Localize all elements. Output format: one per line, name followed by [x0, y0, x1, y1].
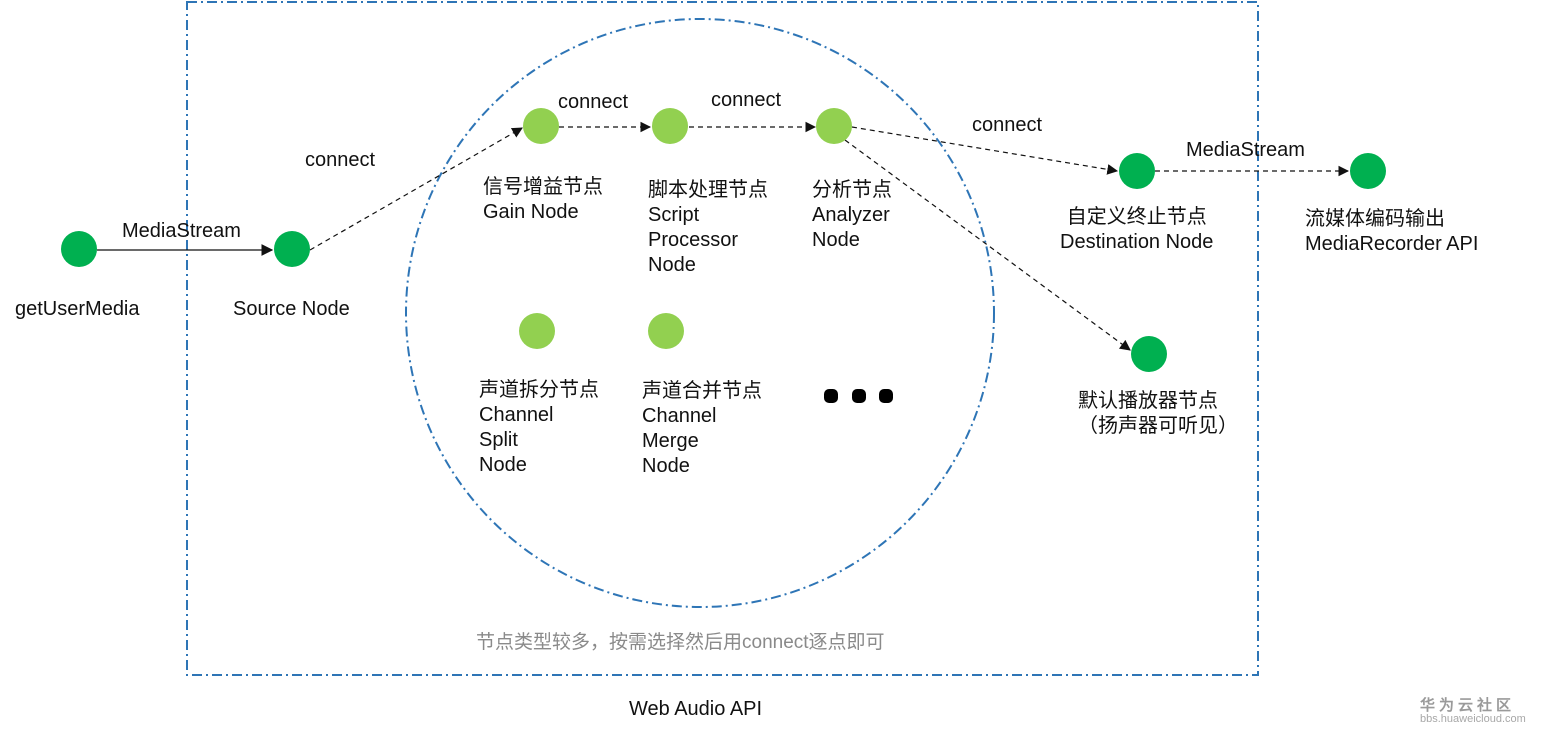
node-channel-split	[519, 313, 555, 349]
label-channel-split-node: 声道拆分节点 Channel Split Node	[479, 378, 599, 478]
label-script-cn: 脚本处理节点	[648, 179, 768, 201]
label-recorder-cn: 流媒体编码输出	[1305, 208, 1445, 230]
label-script-node: 脚本处理节点 Script Processor Node	[648, 178, 768, 278]
node-script	[652, 108, 688, 144]
ellipsis-dots	[824, 389, 893, 403]
node-recorder	[1350, 153, 1386, 189]
label-split-en-2: Split	[479, 429, 518, 451]
label-destination-cn: 自定义终止节点	[1066, 206, 1207, 228]
label-split-en-3: Node	[479, 454, 527, 476]
label-speaker-cn-2: （扬声器可听见）	[1078, 415, 1238, 437]
label-recorder-en: MediaRecorder API	[1305, 233, 1479, 255]
edge-label-connect-source-gain: connect	[305, 149, 376, 171]
label-split-cn: 声道拆分节点	[479, 379, 599, 401]
label-split-en-1: Channel	[479, 404, 554, 426]
node-channel-merge	[648, 313, 684, 349]
label-source-node: Source Node	[233, 298, 350, 320]
label-merge-en-2: Merge	[642, 430, 699, 452]
node-speaker	[1131, 336, 1167, 372]
label-speaker-cn: 默认播放器节点	[1078, 390, 1218, 412]
node-group-circle	[405, 18, 995, 608]
note-text: 节点类型较多，按需选择然后用connect逐点即可	[476, 632, 885, 653]
label-gain-node: 信号增益节点 Gain Node	[483, 175, 603, 225]
edge-label-connect-analyzer-destination: connect	[972, 114, 1043, 136]
web-audio-api-title: Web Audio API	[629, 698, 763, 720]
label-script-en-2: Processor	[648, 229, 739, 251]
watermark-url: bbs.huaweicloud.com	[1420, 713, 1526, 725]
node-analyzer	[816, 108, 852, 144]
watermark-brand: 华为云社区	[1420, 697, 1516, 714]
web-audio-api-boundary	[186, 1, 1259, 676]
edge-label-mediastream-2: MediaStream	[1186, 139, 1305, 161]
label-gain-cn: 信号增益节点	[483, 176, 603, 198]
label-merge-cn: 声道合并节点	[642, 380, 762, 402]
edge-label-connect-gain-script: connect	[558, 91, 629, 113]
label-getusermedia: getUserMedia	[15, 298, 140, 320]
label-analyzer-en-1: Analyzer	[812, 204, 890, 226]
node-gain	[523, 108, 559, 144]
edge-source-gain	[309, 127, 523, 251]
node-source	[274, 231, 310, 267]
label-channel-merge-node: 声道合并节点 Channel Merge Node	[642, 379, 762, 479]
label-analyzer-cn: 分析节点	[812, 179, 892, 201]
label-merge-en-1: Channel	[642, 405, 717, 427]
label-script-en-1: Script	[648, 204, 700, 226]
edge-label-connect-script-analyzer: connect	[711, 89, 782, 111]
label-destination-node: 自定义终止节点 Destination Node	[1060, 205, 1213, 255]
label-merge-en-3: Node	[642, 455, 690, 477]
label-gain-en: Gain Node	[483, 201, 579, 223]
label-recorder-node: 流媒体编码输出 MediaRecorder API	[1305, 207, 1478, 257]
label-analyzer-node: 分析节点 Analyzer Node	[812, 178, 892, 253]
label-script-en-3: Node	[648, 254, 696, 276]
node-getusermedia	[61, 231, 97, 267]
label-analyzer-en-2: Node	[812, 229, 860, 251]
edge-label-mediastream-1: MediaStream	[122, 220, 241, 242]
label-speaker-node: 默认播放器节点 （扬声器可听见）	[1078, 389, 1238, 439]
node-destination	[1119, 153, 1155, 189]
label-destination-en: Destination Node	[1060, 231, 1214, 253]
